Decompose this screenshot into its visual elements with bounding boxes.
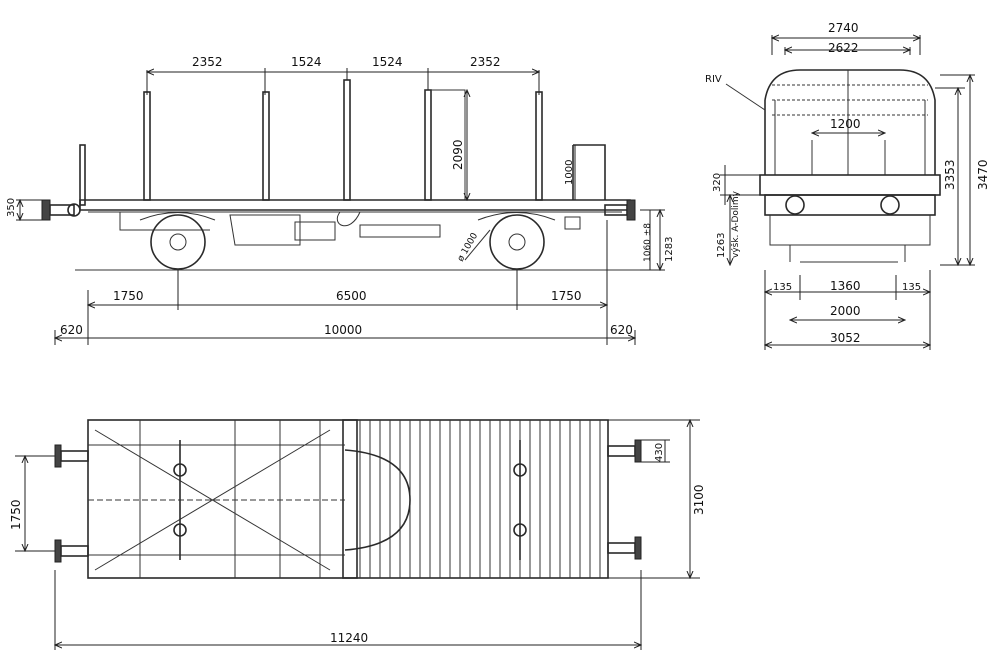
plan-buffers [54,439,642,563]
end-top-inner-label: 2622 [828,41,859,55]
length-over-frame-label: 10000 [324,323,362,337]
wheelbase-label: 6500 [336,289,367,303]
riv-label: RIV [705,74,722,85]
side-view: 2352 1524 1524 2352 2090 1000 350 1283 1… [6,55,675,345]
overall-width-label: 3052 [830,331,861,345]
frame-height-alt-label: 1060 ±8 [643,223,653,262]
buffer-length-right-label: 620 [610,323,633,337]
inner-gap-label: 1200 [830,117,861,131]
buffer-length-left-label: 620 [60,323,83,337]
wheelset-right [477,212,556,270]
stake-dim-4: 2352 [470,55,501,69]
frame-height-note: výšk. A-Dolimy [730,190,741,258]
buffer-left [41,199,81,221]
track-gauge-label: 1360 [830,279,861,293]
height-stakes-label: 3353 [943,159,957,190]
frame-height-label: 1283 [664,237,675,262]
left-margin-label: 135 [773,282,792,293]
plan-buffer-offset-label: 430 [654,443,665,462]
plan-view: 1750 430 3100 11240 [9,420,706,650]
stake-dim-2: 1524 [291,55,322,69]
total-height-label: 3470 [976,159,990,190]
wheelset-left [139,212,216,270]
plan-left-spacing-label: 1750 [9,499,23,530]
stake-dim-1: 2352 [192,55,223,69]
overhang-left-label: 1750 [113,289,144,303]
end-wall-height-label: 1000 [564,160,575,185]
frame-height-label-end: 1263 [716,233,727,258]
floor-frame-label: 320 [712,173,723,192]
right-margin-label: 135 [902,282,921,293]
floor-planks [359,420,601,578]
end-top-outer-label: 2740 [828,21,859,35]
stake-dim-3: 1524 [372,55,403,69]
end-view: 2740 2622 RIV 1200 320 1263 výšk. A-Doli… [705,21,990,350]
overhang-right-label: 1750 [551,289,582,303]
buffer-spacing-label: 2000 [830,304,861,318]
stake-height-label: 2090 [451,139,465,170]
buffer-right [604,199,636,221]
buffer-height-label: 350 [6,198,17,217]
plan-overall-width-label: 3100 [692,484,706,515]
wheel-diameter-label: ø 1000 [456,231,480,263]
plan-overall-length-label: 11240 [330,631,368,645]
stakes [79,79,543,206]
